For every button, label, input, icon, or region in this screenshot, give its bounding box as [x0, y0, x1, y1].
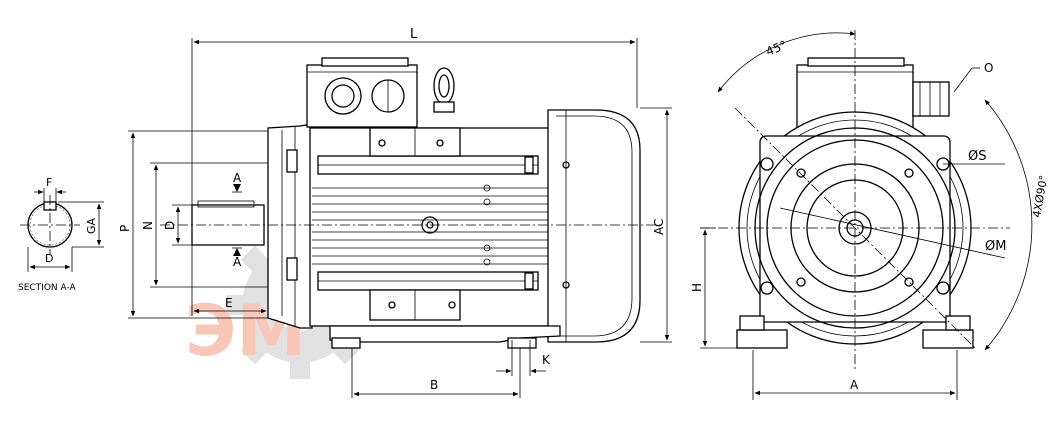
label-F: F — [46, 176, 52, 189]
label-A-width: A — [850, 378, 859, 392]
front-view — [700, 30, 1010, 370]
label-S: ØS — [968, 149, 986, 164]
label-45: 45° — [764, 38, 789, 59]
front-dimensions: 45° O ØS ØM 4XØ90° H A — [690, 31, 1050, 400]
label-A-bottom: A — [233, 255, 242, 269]
label-AC: AC — [652, 219, 666, 235]
label-B: B — [430, 378, 438, 392]
side-dimensions: L AC P N D E A A B K — [118, 27, 672, 398]
label-A-top: A — [233, 171, 242, 185]
mounting-holes — [760, 157, 950, 295]
label-O: O — [984, 61, 993, 75]
motor-foot-front — [736, 329, 788, 349]
section-title: SECTION A-A — [18, 283, 77, 293]
eye-bolt — [433, 67, 455, 105]
label-K: K — [542, 353, 551, 367]
cooling-fins — [312, 187, 548, 265]
label-GA: GA — [85, 217, 98, 234]
label-N: N — [141, 221, 155, 230]
shaft-key — [197, 200, 255, 208]
label-D-section: D — [45, 252, 53, 265]
fan-cover — [547, 109, 641, 343]
label-E: E — [225, 296, 233, 310]
cable-gland — [324, 77, 362, 115]
label-holes: 4XØ90° — [1030, 174, 1050, 218]
label-P: P — [118, 225, 132, 232]
label-D-front: D — [163, 221, 177, 230]
terminal-box — [306, 64, 418, 128]
label-H: H — [690, 283, 704, 292]
label-M: ØM — [985, 239, 1006, 254]
section-a-a: F GA D SECTION A-A — [18, 176, 104, 293]
side-view — [160, 57, 660, 349]
label-L: L — [410, 27, 418, 42]
